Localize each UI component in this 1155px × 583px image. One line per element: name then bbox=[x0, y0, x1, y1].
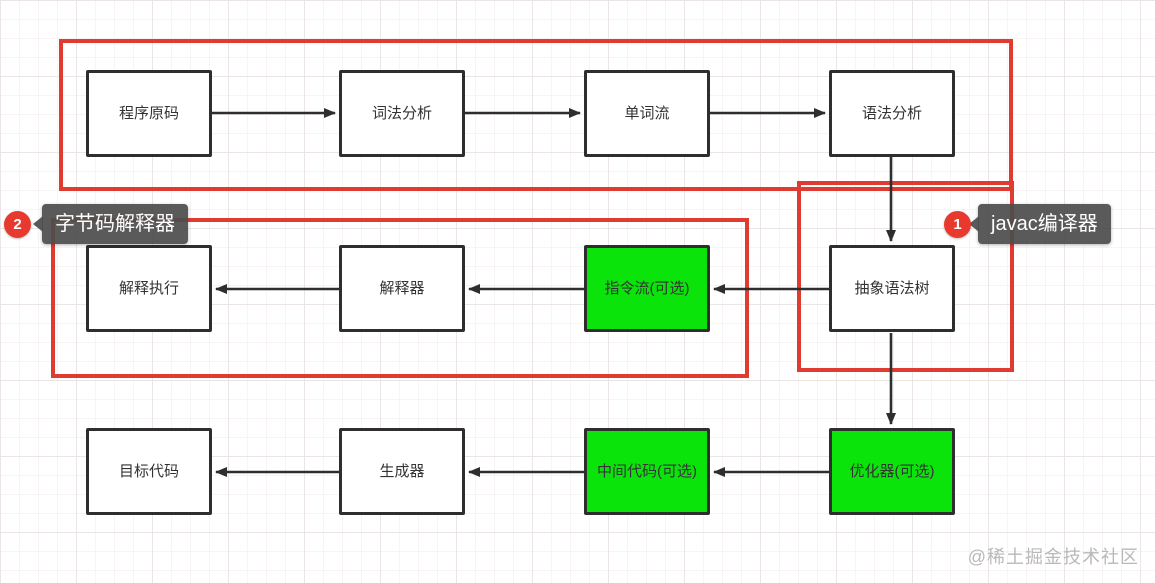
node-source-code: 程序原码 bbox=[86, 70, 212, 157]
badge-2: 2 bbox=[4, 211, 31, 238]
tooltip-pointer-icon bbox=[969, 216, 979, 232]
node-generator: 生成器 bbox=[339, 428, 465, 515]
group-frame-bytecode-interpreter bbox=[51, 218, 749, 378]
node-label: 解释器 bbox=[379, 279, 425, 297]
node-ast: 抽象语法树 bbox=[829, 245, 955, 332]
node-intermediate-code: 中间代码(可选) bbox=[584, 428, 710, 515]
node-optimizer: 优化器(可选) bbox=[829, 428, 955, 515]
node-label: 词法分析 bbox=[371, 104, 432, 122]
node-label: 目标代码 bbox=[118, 462, 179, 480]
node-target-code: 目标代码 bbox=[86, 428, 212, 515]
node-instruction-stream: 指令流(可选) bbox=[584, 245, 710, 332]
node-interpret-execute: 解释执行 bbox=[86, 245, 212, 332]
group-frame-javac-compiler bbox=[797, 181, 1014, 372]
node-label: 程序原码 bbox=[118, 104, 179, 122]
tooltip-label: 字节码解释器 bbox=[55, 213, 175, 235]
node-token-stream: 单词流 bbox=[584, 70, 710, 157]
tooltip-label: javac编译器 bbox=[991, 213, 1098, 235]
node-interpreter: 解释器 bbox=[339, 245, 465, 332]
group-frame-front-end bbox=[59, 39, 1013, 191]
node-label: 抽象语法树 bbox=[854, 279, 930, 297]
badge-1: 1 bbox=[944, 211, 971, 238]
node-label: 指令流(可选) bbox=[604, 279, 690, 297]
node-label: 优化器(可选) bbox=[849, 462, 935, 480]
tooltip-pointer-icon bbox=[33, 216, 43, 232]
node-lexical-analysis: 词法分析 bbox=[339, 70, 465, 157]
node-label: 单词流 bbox=[624, 104, 670, 122]
node-label: 生成器 bbox=[379, 462, 425, 480]
tooltip-bytecode-interpreter: 字节码解释器 bbox=[33, 204, 188, 244]
tooltip-javac-compiler: javac编译器 bbox=[969, 204, 1111, 244]
node-syntax-analysis: 语法分析 bbox=[829, 70, 955, 157]
watermark: @稀土掘金技术社区 bbox=[967, 547, 1139, 567]
node-label: 语法分析 bbox=[861, 104, 922, 122]
node-label: 中间代码(可选) bbox=[597, 462, 697, 480]
node-label: 解释执行 bbox=[118, 279, 179, 297]
